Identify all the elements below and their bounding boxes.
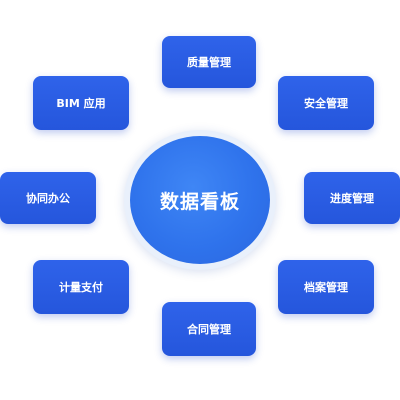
- node-label: 质量管理: [187, 56, 231, 69]
- node-collaborative-office[interactable]: 协同办公: [0, 172, 96, 224]
- data-dashboard-hub[interactable]: 数据看板: [130, 136, 270, 264]
- node-archive-management[interactable]: 档案管理: [278, 260, 374, 314]
- node-label: 合同管理: [187, 323, 231, 336]
- node-label: 安全管理: [304, 97, 348, 110]
- node-contract-management[interactable]: 合同管理: [162, 302, 256, 356]
- node-label: 协同办公: [26, 192, 70, 205]
- node-label: 档案管理: [304, 281, 348, 294]
- node-progress-management[interactable]: 进度管理: [304, 172, 400, 224]
- node-bim-application[interactable]: BIM 应用: [33, 76, 129, 130]
- node-label: BIM 应用: [56, 97, 106, 110]
- node-safety-management[interactable]: 安全管理: [278, 76, 374, 130]
- node-metering-payment[interactable]: 计量支付: [33, 260, 129, 314]
- node-quality-management[interactable]: 质量管理: [162, 36, 256, 88]
- hub-label: 数据看板: [159, 190, 240, 213]
- node-label: 计量支付: [59, 281, 103, 294]
- node-label: 进度管理: [330, 192, 374, 205]
